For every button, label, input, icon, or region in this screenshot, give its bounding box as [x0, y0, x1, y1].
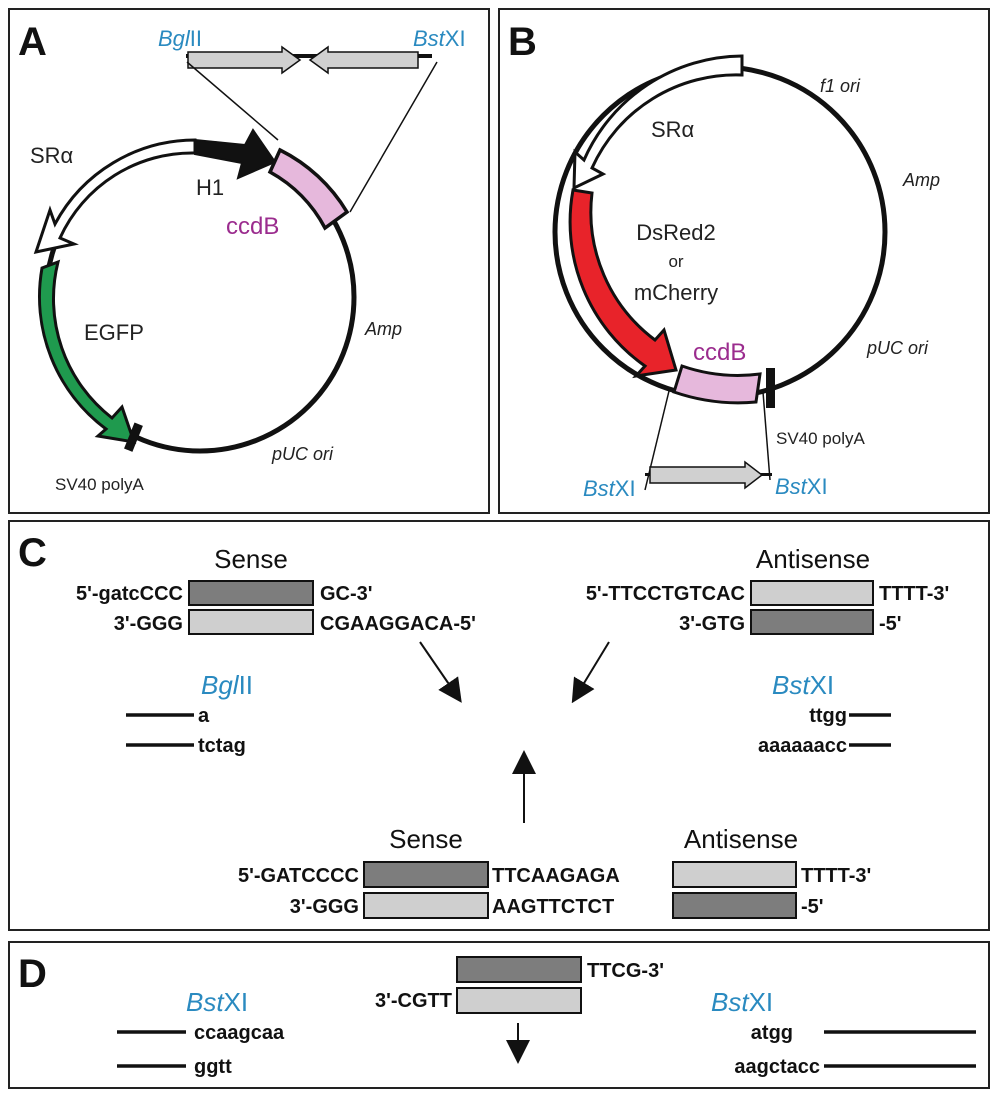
f1-ori-label: f1 ori — [820, 76, 861, 96]
hp-anti-light-box — [672, 861, 797, 888]
panel-a-border — [8, 8, 490, 514]
h1-label: H1 — [196, 175, 224, 200]
insert-line-left-a — [186, 61, 279, 141]
anti-dark-box — [750, 609, 874, 635]
hp-bot-right: -5' — [801, 896, 824, 918]
fluor-arrow — [568, 188, 678, 379]
puc-ori-label-a: pUC ori — [271, 444, 334, 464]
sv40-label-b: SV40 polyA — [776, 429, 865, 448]
panel-d-border — [8, 941, 990, 1089]
panel-d-letter: D — [18, 952, 47, 996]
hp-top-left: 5'-GATCCCC — [238, 865, 359, 887]
panel-c-border — [8, 520, 990, 931]
hp-top-mid: TTCAAGAGA — [492, 865, 620, 887]
insert-line-right-a — [349, 61, 438, 213]
antisense-arrow — [308, 45, 419, 75]
insert-line-right-b — [762, 391, 771, 481]
bglii-top-seq: a — [198, 705, 210, 727]
amp-label-b: Amp — [902, 170, 940, 190]
sra-label-a: SRα — [30, 143, 74, 168]
sense-top-left: 5'-gatcCCC — [76, 583, 183, 605]
hp-antisense-title: Antisense — [684, 824, 798, 854]
panel-a-letter: A — [18, 20, 47, 64]
sv40-label-a: SV40 polyA — [55, 475, 144, 494]
h1-arrow — [194, 128, 277, 180]
ccdb-segment-b — [672, 364, 762, 405]
anti-top-right: TTTT-3' — [879, 583, 949, 605]
puc-ori-label-b: pUC ori — [866, 338, 929, 358]
bstxi-top-seq: ttgg — [809, 705, 847, 727]
hp-top-right: TTTT-3' — [801, 865, 871, 887]
bglii-bot-seq: tctag — [198, 735, 246, 757]
d-dark-box — [456, 956, 582, 983]
sense-top-right: GC-3' — [320, 583, 373, 605]
ccdb-label-b: ccdB — [693, 339, 746, 366]
fluor-line1: DsRed2 — [636, 220, 715, 245]
ccdb-label-a: ccdB — [226, 213, 279, 240]
bglii-label-a: BglII — [158, 26, 202, 51]
sense-bot-left: 3'-GGG — [114, 613, 183, 635]
hp-sense-title: Sense — [389, 824, 463, 854]
sv40-bar-b — [766, 368, 775, 408]
sra-arrow-b — [572, 54, 744, 191]
sense-title: Sense — [214, 544, 288, 574]
anti-bot-right: -5' — [879, 613, 902, 635]
arrow-sense-down — [419, 641, 462, 703]
panel-b: B SRα f1 ori Amp DsRed2 or mCherry ccdB … — [498, 8, 990, 514]
bstxi-right-b: BstXI — [775, 474, 828, 499]
bstxi-bot-seq: aaaaaacc — [758, 735, 847, 757]
bglii-label-c: BglII — [201, 670, 253, 700]
sv40-bar-a — [124, 422, 143, 452]
sense-light-box — [188, 609, 314, 635]
panel-b-letter: B — [508, 20, 537, 64]
egfp-label: EGFP — [84, 320, 144, 345]
arrow-anti-down — [571, 641, 610, 704]
anti-bot-left: 3'-GTG — [679, 613, 745, 635]
bstxi-left-b: BstXI — [583, 476, 636, 501]
sra-label-b: SRα — [651, 117, 695, 142]
d-light-box — [456, 987, 582, 1014]
d-right-bot: aagctacc — [734, 1056, 820, 1078]
d-left-top: ccaagcaa — [194, 1022, 285, 1044]
d-right-top: atgg — [751, 1022, 793, 1044]
sense-bot-right: CGAAGGACA-5' — [320, 613, 476, 635]
hp-sense-light-box — [363, 892, 489, 919]
bstxi-label-c: BstXI — [772, 670, 834, 700]
anti-top-left: 5'-TTCCTGTCAC — [586, 583, 745, 605]
egfp-arrow — [38, 259, 137, 444]
panel-c-letter: C — [18, 531, 47, 575]
hp-bot-mid: AAGTTCTCT — [492, 896, 614, 918]
sra-arrow-a — [33, 138, 197, 255]
anti-light-box — [750, 580, 874, 606]
hp-bot-left: 3'-GGG — [290, 896, 359, 918]
d-right-enzyme: BstXI — [711, 987, 773, 1017]
insert-arrow-b — [649, 460, 764, 490]
sense-arrow — [187, 45, 302, 75]
hp-anti-dark-box — [672, 892, 797, 919]
sense-dark-box — [188, 580, 314, 606]
ccdb-segment-a — [267, 147, 350, 231]
panel-a: A BglII BstXI SRα H1 ccdB EGFP Amp pUC o… — [8, 8, 490, 514]
d-left-bot: ggtt — [194, 1056, 232, 1078]
panel-d: D TTCG-3' 3'-CGTT BstXI ccaagcaa ggtt Bs… — [8, 941, 990, 1089]
hp-sense-dark-box — [363, 861, 489, 888]
fluor-line2: or — [668, 252, 683, 271]
panel-c: C Sense Antisense 5'-gatcCCC GC-3' 3'-GG… — [8, 520, 990, 931]
insert-arrows-a — [186, 45, 432, 75]
panel-b-border — [498, 8, 990, 514]
d-bot-left: 3'-CGTT — [375, 990, 452, 1012]
d-left-enzyme: BstXI — [186, 987, 248, 1017]
fluor-line3: mCherry — [634, 280, 718, 305]
bstxi-label-a: BstXI — [413, 26, 466, 51]
amp-label-a: Amp — [364, 319, 402, 339]
d-top-right: TTCG-3' — [587, 960, 664, 982]
antisense-title: Antisense — [756, 544, 870, 574]
